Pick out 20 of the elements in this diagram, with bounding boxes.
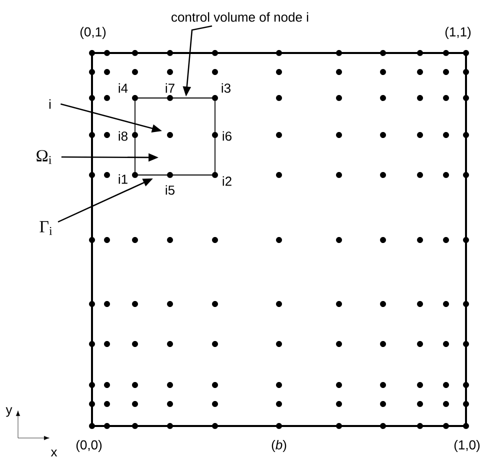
node-label: i1 xyxy=(118,174,128,184)
symbol-label: Ω$_{i}$ xyxy=(36,150,52,164)
coordinate-label: (0,1) xyxy=(80,26,106,40)
axis-label: x xyxy=(50,450,58,456)
callout-text: i xyxy=(49,99,51,109)
symbol-label: Γ$_{i}$ xyxy=(40,221,52,235)
node-label: i8 xyxy=(118,131,128,141)
node-label: i5 xyxy=(166,185,174,195)
panel-label: (b) xyxy=(272,440,286,452)
node-label: i6 xyxy=(222,131,232,141)
coordinate-label: (1,1) xyxy=(445,26,471,40)
axis-label: y xyxy=(6,407,12,417)
coordinate-label: (0,0) xyxy=(76,440,102,452)
node-label: i7 xyxy=(166,83,174,93)
node-label: i4 xyxy=(118,83,128,93)
node-label: i3 xyxy=(222,83,230,93)
callout-text: control volume of node i xyxy=(172,12,308,22)
control-volume-square xyxy=(134,98,216,176)
coordinate-label: (1,0) xyxy=(454,440,480,452)
node-label: i2 xyxy=(222,176,232,186)
